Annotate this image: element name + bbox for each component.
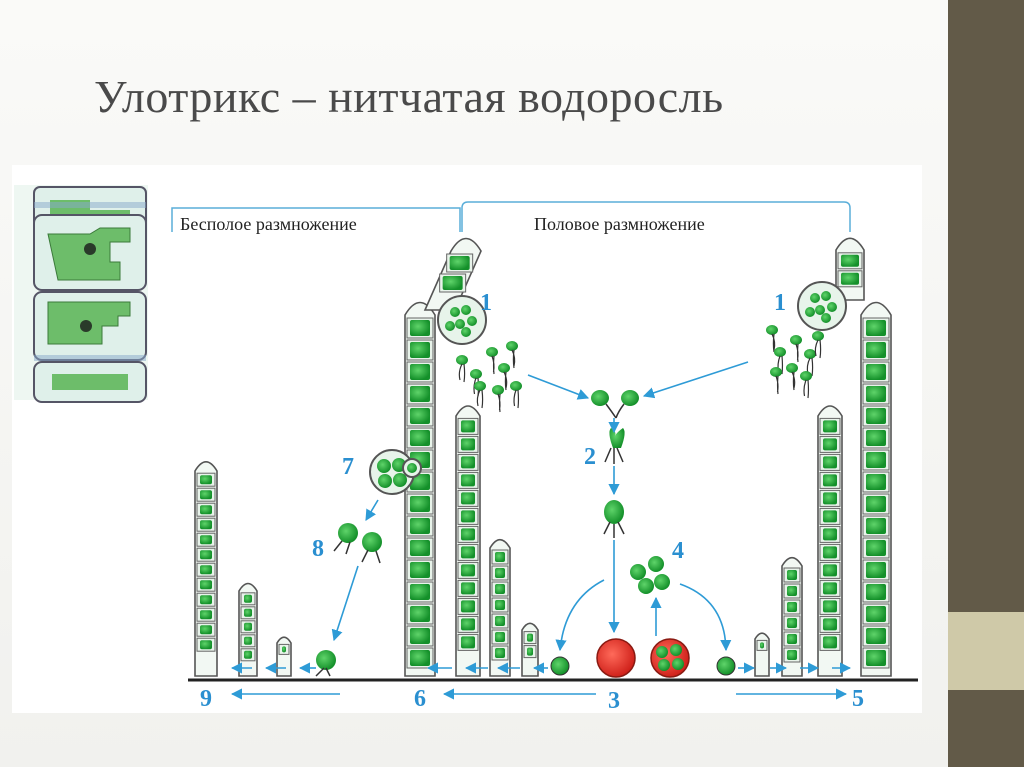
stage-4: 4 [672,538,684,564]
zygote-group [551,556,735,677]
gamete [486,347,498,374]
gamete [474,381,486,408]
stage-7: 7 [342,454,354,480]
filament-stage9-small [277,637,291,676]
gametangium-left [438,296,486,344]
gametangium-right [798,282,846,330]
gamete [492,385,504,412]
fusing-gametes [591,390,639,538]
gamete [506,341,518,368]
stage-2: 2 [584,444,596,470]
gamete [790,335,802,362]
asexual-header: Бесполое размножение [180,214,357,234]
stage-1-left: 1 [480,290,492,316]
filament-stage5-tall [818,406,842,676]
gamete [510,381,522,408]
filament-stage6-giant [405,303,435,677]
gamete [800,371,812,398]
filament-stage9-tall [195,462,217,676]
sexual-header: Половое размножение [534,214,705,234]
filament-closeup [14,185,148,402]
stage-9: 9 [200,686,212,712]
filament-group [195,238,891,676]
filament-stage5-mid [782,558,802,676]
filament-stage6-tall [456,406,480,676]
zoospores [316,523,382,676]
gamete [786,363,798,390]
stage-3: 3 [608,688,620,714]
stage-6: 6 [414,686,426,712]
gamete [770,367,782,394]
stage-1-right: 1 [774,290,786,316]
filament-stage9-mid [239,584,257,677]
gamete [766,325,778,352]
stage-5: 5 [852,686,864,712]
filament-stage6-mid [490,540,510,676]
filament-stage5-giant [861,303,891,677]
gamete [456,355,468,382]
filament-stage5-small [755,633,769,676]
stage-8: 8 [312,536,324,562]
gamete-group [456,325,824,412]
